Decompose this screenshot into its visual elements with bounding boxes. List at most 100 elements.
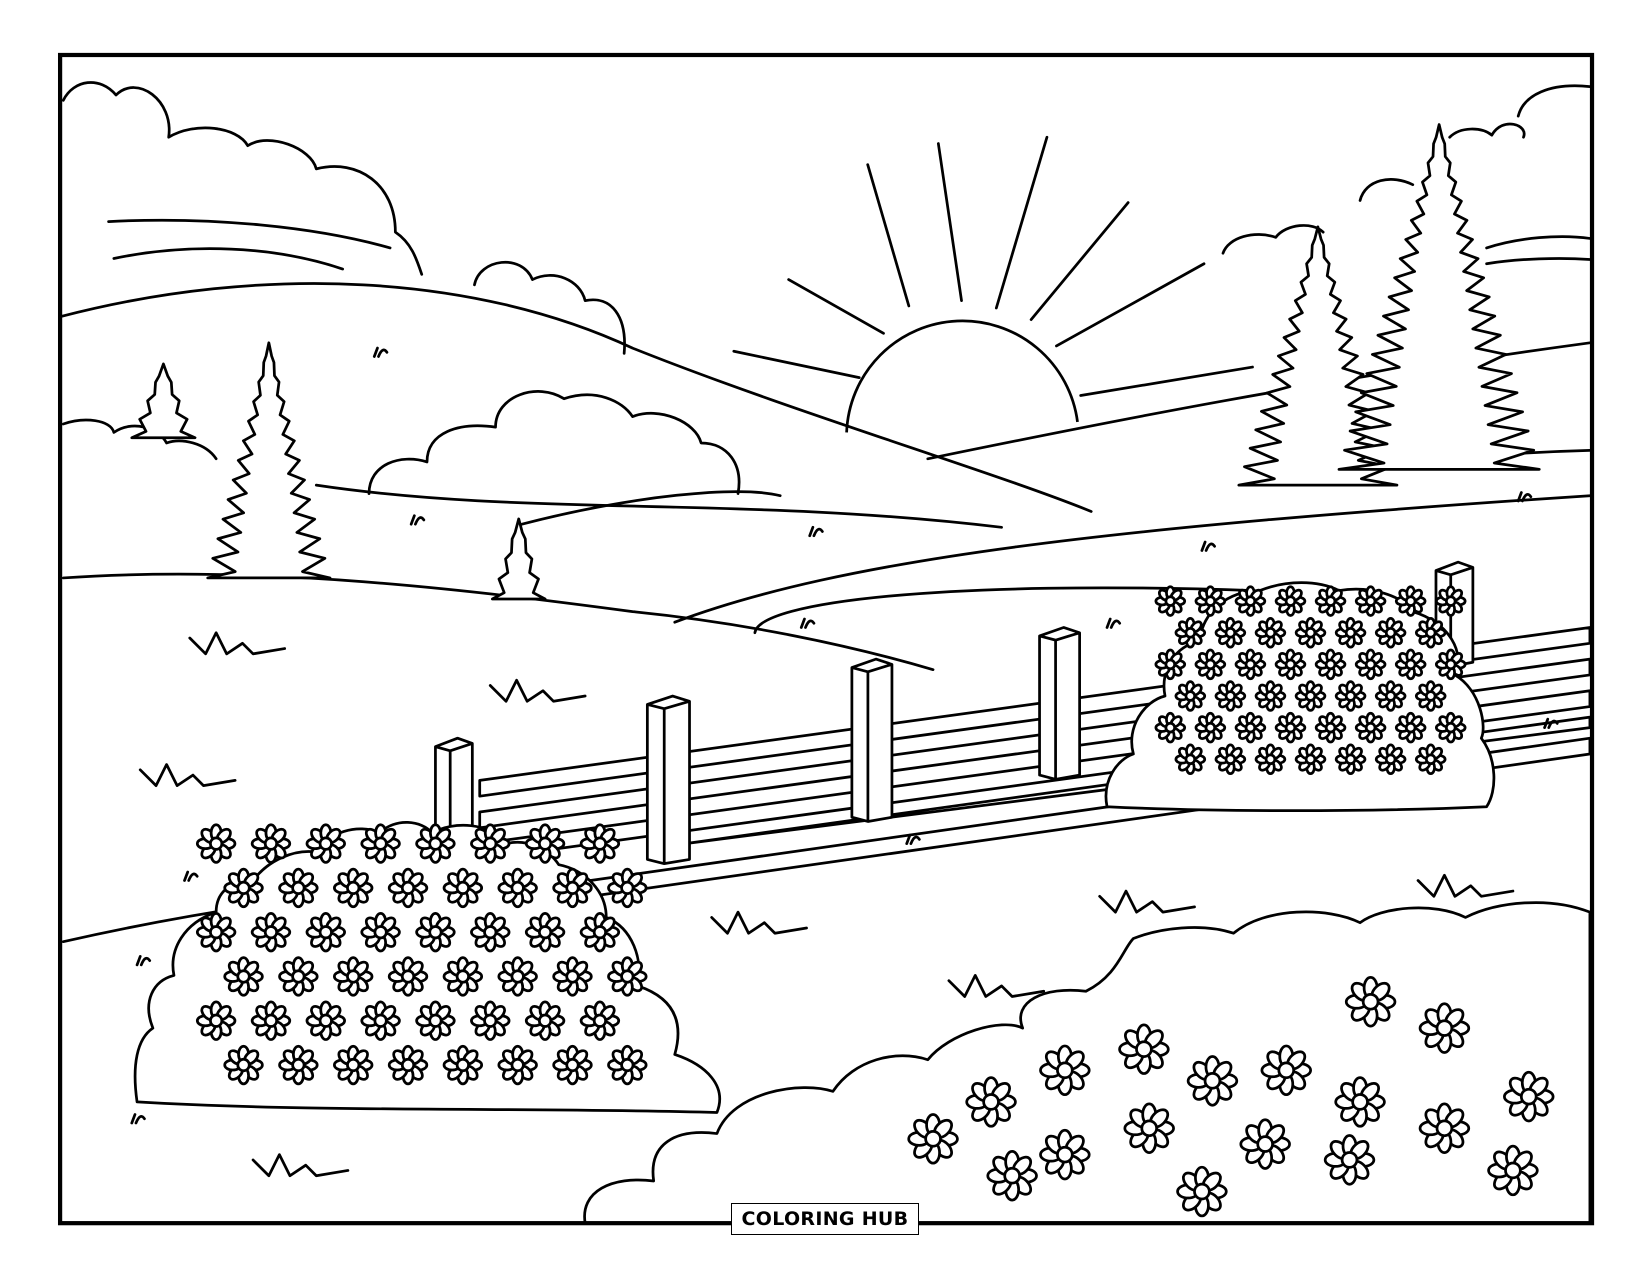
pine-tree-icon (1237, 225, 1399, 487)
flower-icon (1434, 648, 1467, 681)
grass-sprig-icon (1200, 540, 1216, 552)
scene (57, 52, 1595, 1226)
flower-icon (524, 911, 566, 953)
flower-icon (250, 823, 292, 864)
grass-sprig-icon (130, 1113, 146, 1125)
flower-icon (195, 1000, 237, 1041)
flower-icon (1334, 1076, 1386, 1128)
cloud-icon (367, 390, 741, 495)
flower-icon (1176, 1165, 1228, 1218)
flower-icon (442, 867, 484, 909)
flower-icon (965, 1076, 1017, 1128)
flower-icon (552, 867, 593, 909)
flower-icon (1039, 1128, 1091, 1181)
flower-icon (1214, 680, 1247, 712)
flower-icon (223, 1044, 264, 1086)
coloring-hub-logo: COLORING HUB (731, 1203, 919, 1235)
flower-icon (1123, 1102, 1175, 1155)
grass-tuft-icon (188, 631, 287, 656)
flower-icon (1194, 711, 1227, 744)
flower-icon (1174, 743, 1207, 776)
flower-icon (333, 956, 374, 997)
flower-icon (442, 1044, 484, 1086)
flower-icon (1314, 585, 1347, 617)
flower-icon (470, 1000, 511, 1041)
flower-icon (1214, 743, 1247, 776)
flower-icon (1260, 1044, 1312, 1097)
flower-icon (1154, 585, 1187, 617)
flower-icon (497, 956, 538, 997)
flower-icon (415, 1000, 456, 1041)
grass-sprig-icon (808, 525, 824, 538)
flower-icon (1374, 616, 1407, 649)
grass-sprig-icon (905, 833, 921, 845)
flower-icon (1434, 585, 1467, 617)
flower-icon (1294, 680, 1327, 712)
hill (673, 494, 1592, 624)
flower-icon (1214, 616, 1247, 649)
pine-tree-icon (1337, 123, 1541, 471)
cloud-icon (61, 418, 218, 461)
flower-icon (1394, 648, 1427, 681)
flower-icon (1234, 648, 1267, 681)
flower-icon (278, 1044, 319, 1086)
flower-icon (497, 867, 538, 909)
flower-icon (607, 867, 648, 909)
flower-icon (415, 911, 456, 953)
flower-icon (250, 1000, 292, 1041)
flower-icon (387, 867, 429, 909)
grass-sprig-icon (409, 514, 426, 526)
flower-icon (305, 1000, 346, 1041)
cloud-icon (61, 81, 424, 276)
flower-icon (333, 867, 374, 909)
flower-icon (1118, 1023, 1170, 1075)
flower-icon (1254, 680, 1287, 712)
logo-text: COLORING HUB (741, 1208, 909, 1230)
flower-icon (305, 823, 346, 864)
flower-icon (1294, 616, 1327, 649)
flower-icon (415, 823, 456, 864)
flower-icon (278, 956, 319, 997)
flower-icon (387, 1044, 429, 1086)
grass-tuft-icon (251, 1153, 350, 1178)
cloud-icon (1221, 84, 1592, 266)
flower-icon (1374, 743, 1407, 776)
flower-icon (470, 823, 511, 864)
flower-icon (1334, 743, 1367, 776)
flower-icon (1394, 585, 1427, 617)
flower-icon (497, 1044, 538, 1086)
flower-icon (1314, 711, 1347, 744)
flower-icon (387, 956, 429, 997)
flower-icon (607, 1044, 648, 1086)
flower-icon (579, 1000, 621, 1041)
flower-icon (1434, 711, 1467, 744)
grass-tuft-icon (710, 910, 808, 935)
flower-icon (442, 956, 484, 997)
flower-icon (907, 1113, 959, 1165)
flower-icon (1503, 1070, 1555, 1123)
flower-icon (278, 867, 319, 909)
grass-sprig-icon (1105, 617, 1122, 629)
fence-post (850, 657, 894, 823)
pine-tree-icon (130, 362, 197, 440)
fence-post (1038, 626, 1081, 781)
flower-icon (1323, 1134, 1376, 1186)
flower-icon (579, 911, 621, 953)
flower-icon (1039, 1044, 1091, 1097)
flower-icon (1394, 711, 1427, 744)
flower-icon (1487, 1144, 1539, 1197)
hill (59, 282, 1093, 513)
flower-icon (552, 1044, 593, 1086)
flower-icon (579, 823, 621, 864)
flower-icon (1334, 616, 1367, 649)
flower-icon (1186, 1055, 1239, 1107)
flower-bush (583, 901, 1592, 1225)
pine-tree-icon (206, 341, 332, 580)
flower-icon (524, 823, 566, 864)
flower-icon (1414, 616, 1447, 649)
flower-icon (1354, 585, 1387, 617)
flower-icon (1174, 680, 1207, 712)
flower-icon (1354, 648, 1387, 681)
flower-icon (1174, 616, 1207, 649)
grass-tuft-icon (947, 974, 1046, 998)
